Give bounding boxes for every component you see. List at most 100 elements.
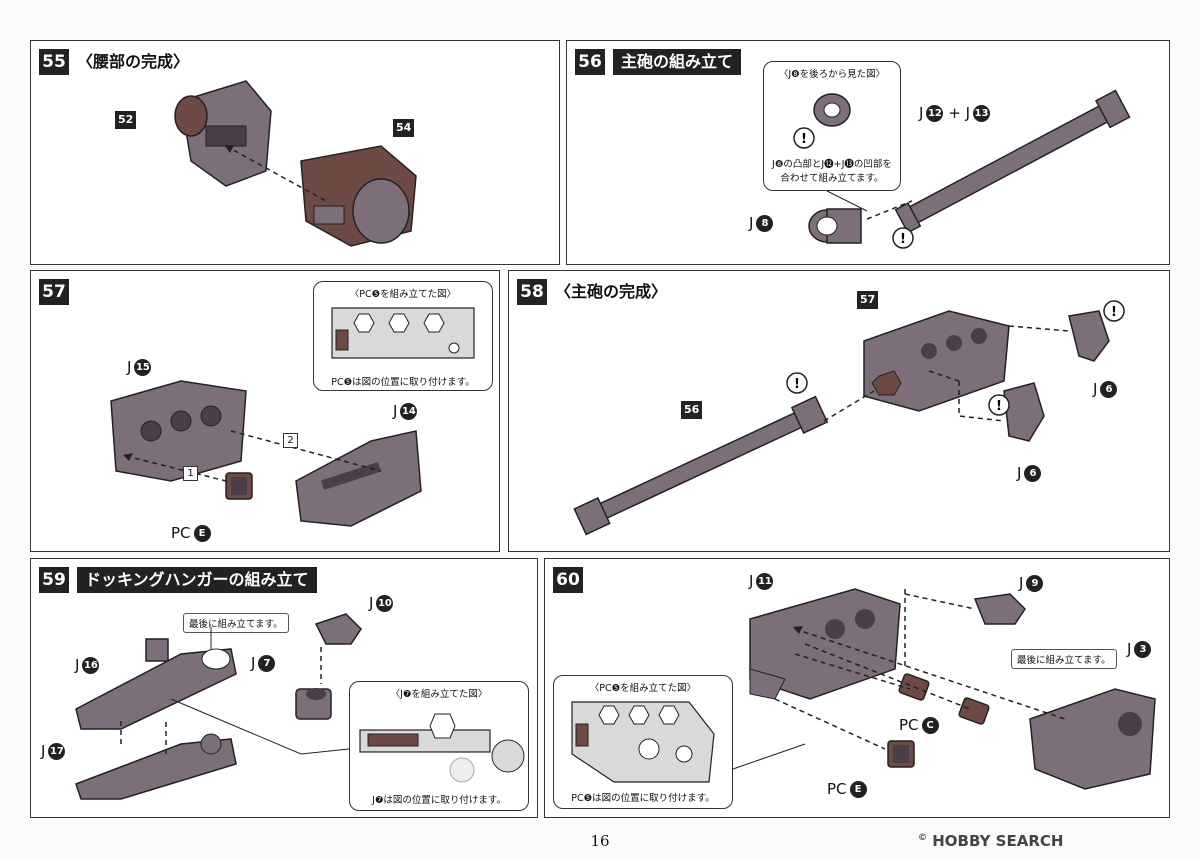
part-pce-shape [887, 740, 915, 768]
part-label-54: 54 [393, 119, 415, 137]
part-number-badge: 10 [376, 595, 394, 612]
pce-assembled-callout: 〈PC❺を組み立てた図〉 PC❺は図の位置に取り付けます。 [553, 675, 733, 809]
j8-back-view-illustration: ! [793, 93, 851, 149]
part-54-shape [300, 145, 417, 247]
part-number-badge: 17 [48, 743, 66, 760]
part-letter: PC [899, 716, 919, 734]
step-number: 59 [39, 567, 69, 593]
part-pce-shape [225, 472, 253, 500]
barrel-j12-j13-shape [894, 89, 1131, 234]
callout-title: 〈J❼を組み立てた図〉 [390, 689, 488, 700]
step-57-panel: 57 〈PC❺を組み立てた図〉 PC❺は図の位置に取り付けます。 [30, 270, 500, 552]
part-letter: J [369, 594, 374, 612]
callout-note: J❼は図の位置に取り付けます。 [372, 795, 506, 806]
part-number-badge: E [193, 525, 211, 542]
part-number-badge: C [921, 717, 939, 734]
part-number-badge: E [849, 781, 867, 798]
part-j3-shape [1029, 688, 1156, 790]
part-label-52: 52 [115, 111, 137, 129]
part-number-badge: 15 [134, 359, 152, 376]
part-letter: J [75, 656, 80, 674]
part-letter: J [41, 742, 46, 760]
part-j8-shape [808, 208, 862, 244]
part-letter: J [1017, 464, 1022, 482]
step-title: 主砲の組み立て [613, 49, 742, 75]
exclamation-icon [988, 394, 1010, 416]
part-letter: J [749, 214, 754, 232]
j8-back-view-callout: 〈J❽を後ろから見た図〉 ! J❽の凸部とJ⓬+J⓭の凹部を 合わせて組み立てま… [763, 61, 901, 191]
part-j17-shape [75, 733, 237, 800]
callout-title: 〈PC❺を組み立てた図〉 [349, 289, 457, 300]
part-letter: J [965, 104, 971, 122]
pce-assembled-callout: 〈PC❺を組み立てた図〉 PC❺は図の位置に取り付けます。 [313, 281, 493, 391]
exclamation-icon [1103, 300, 1125, 322]
callout-note-line2: 合わせて組み立てます。 [780, 173, 884, 184]
svg-text:!: ! [900, 232, 906, 247]
part-j14-shape [295, 430, 422, 527]
part-letter: J [1127, 640, 1132, 658]
part-j7-shape [295, 688, 332, 720]
svg-text:!: ! [801, 132, 807, 147]
part-letter: J [127, 358, 132, 376]
part-label-56: 56 [681, 401, 703, 419]
step-55-panel: 55 〈腰部の完成〉 52 54 [30, 40, 560, 265]
svg-text:!: ! [996, 399, 1002, 414]
svg-text:!: ! [794, 377, 800, 392]
part-letter: J [1093, 380, 1098, 398]
part-number-badge: 7 [258, 655, 276, 672]
part-56-barrel-shape [573, 395, 829, 536]
exclamation-icon [793, 127, 815, 149]
callout-title: 〈J❽を後ろから見た図〉 [778, 69, 886, 80]
pce-assembled-illustration [331, 307, 475, 359]
part-assembly-illustration [110, 380, 422, 527]
svg-text:!: ! [1111, 305, 1117, 320]
part-letter: J [393, 402, 398, 420]
step-number: 55 [39, 49, 69, 75]
plus-sign: + [948, 104, 961, 122]
callout-title: 〈PC❺を組み立てた図〉 [589, 683, 697, 694]
main-gun-completion-illustration: ! ! ! [573, 300, 1125, 536]
pce-assembled-illustration [571, 701, 715, 783]
callout-note: PC❺は図の位置に取り付けます。 [331, 377, 475, 388]
step-title: 〈主砲の完成〉 [555, 282, 668, 301]
j7-assembled-callout: 〈J❼を組み立てた図〉 J❼は図の位置に取り付けます。 [349, 681, 529, 811]
order-mark-1: 1 [183, 466, 198, 481]
part-j11-shape [749, 588, 901, 700]
part-number-badge: 9 [1026, 575, 1044, 592]
part-j9-shape [973, 593, 1026, 625]
assemble-last-note: 最後に組み立てます。 [183, 613, 289, 633]
part-letter: J [251, 654, 256, 672]
part-number-badge: 6 [1024, 465, 1042, 482]
part-number-badge: 8 [756, 215, 774, 232]
part-j10-shape [314, 613, 362, 645]
part-number-badge: 12 [926, 105, 944, 122]
callout-note-line1: J❽の凸部とJ⓬+J⓭の凹部を [772, 159, 892, 170]
callout-note: PC❺は図の位置に取り付けます。 [571, 793, 715, 804]
step-60-panel: 60 最後に組み立てます。 〈PC❺を組み立てた図〉 PC❺は図の位置に取り付け… [544, 558, 1170, 818]
step-number: 58 [517, 279, 547, 305]
part-number-badge: 6 [1100, 381, 1118, 398]
copyright-icon: © [918, 833, 927, 843]
part-letter: J [919, 104, 924, 122]
part-j15-shape [110, 380, 247, 482]
part-57-shape [863, 310, 1010, 412]
part-number-badge: 14 [400, 403, 418, 420]
step-title: 〈腰部の完成〉 [77, 52, 190, 71]
exclamation-icon [786, 372, 808, 394]
part-number-badge: 16 [82, 657, 100, 674]
part-letter: J [1019, 574, 1024, 592]
hobby-search-watermark: © HOBBY SEARCH [918, 832, 1063, 850]
part-label-57: 57 [857, 291, 879, 309]
